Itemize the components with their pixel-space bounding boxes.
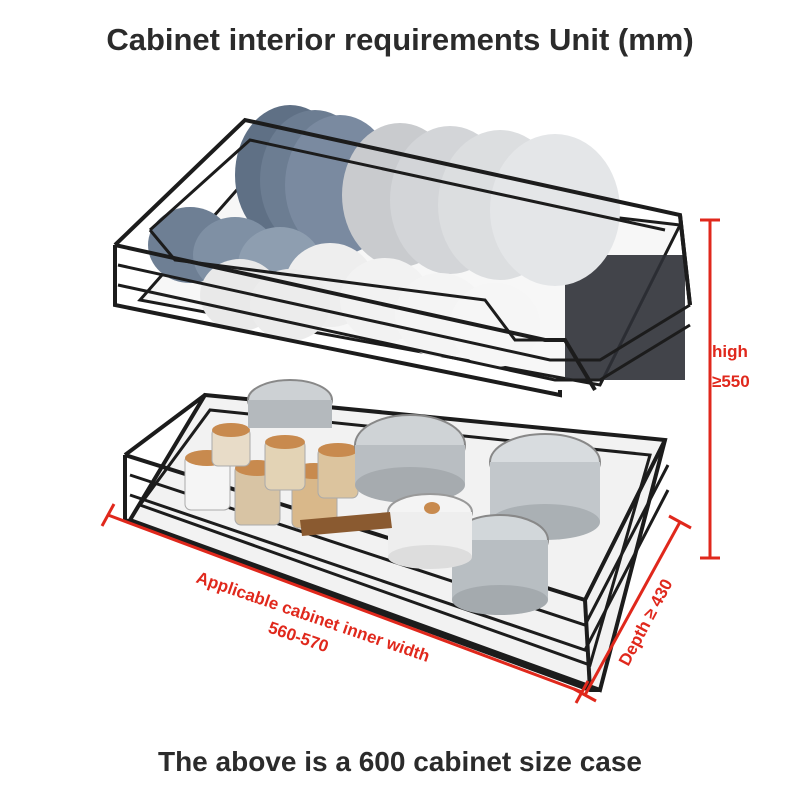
page-title: Cabinet interior requirements Unit (mm) <box>106 22 694 57</box>
jars <box>184 423 359 529</box>
height-dimension <box>700 218 720 560</box>
footer-caption: The above is a 600 cabinet size case <box>157 746 643 777</box>
plates <box>235 105 620 286</box>
height-value: ≥550 <box>712 372 750 391</box>
depth-dimension <box>573 514 692 703</box>
height-label: high <box>712 342 748 361</box>
bowls <box>148 207 540 367</box>
pots <box>247 379 601 615</box>
upper-basket-frame <box>113 117 692 398</box>
